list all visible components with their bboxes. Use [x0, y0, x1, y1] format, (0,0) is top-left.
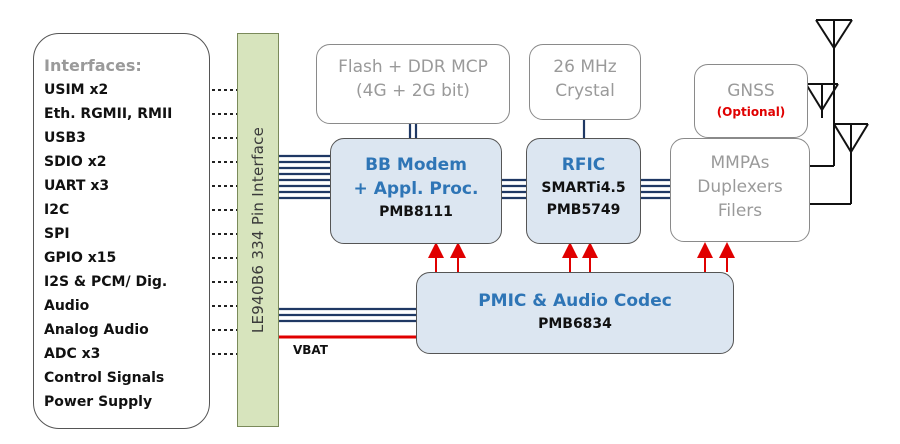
bus-pin-to-modem: [279, 154, 330, 200]
interface-item: ADC x3: [44, 346, 101, 362]
antenna-icon: [833, 123, 852, 153]
crystal-block: 26 MHz Crystal: [529, 44, 641, 120]
rfic-title: RFIC: [561, 155, 606, 175]
modem-part-number: PMB8111: [379, 204, 453, 220]
interfaces-panel: [33, 33, 210, 429]
interface-item: GPIO x15: [44, 250, 117, 266]
gnss-optional-note: (Optional): [716, 105, 786, 119]
interface-item: Power Supply: [44, 394, 153, 410]
mmpa-line2: Duplexers: [697, 177, 783, 197]
pmic-title: PMIC & Audio Codec: [478, 291, 672, 311]
bus-flash-to-modem: [408, 122, 418, 138]
interface-item: I2C: [44, 202, 70, 218]
interface-item: SPI: [44, 226, 70, 242]
modem-line2: + Appl. Proc.: [353, 179, 479, 199]
interface-item: SDIO x2: [44, 154, 107, 170]
interface-item: Control Signals: [44, 370, 165, 386]
antenna-icon: [815, 19, 835, 49]
interface-item: USIM x2: [44, 82, 109, 98]
bus-pin-to-pmic: [279, 307, 416, 323]
pin-interface-bar: [237, 33, 279, 427]
modem-line1: BB Modem: [365, 155, 467, 175]
interface-item: Analog Audio: [44, 322, 149, 338]
mmpa-line1: MMPAs: [710, 153, 770, 173]
flash-line2: (4G + 2G bit): [356, 81, 470, 101]
interface-dotted-lines: [212, 89, 237, 355]
bus-modem-to-rfic: [502, 178, 526, 200]
interface-item: USB3: [44, 130, 86, 146]
flash-line1: Flash + DDR MCP: [338, 57, 488, 77]
flash-ddr-block: Flash + DDR MCP (4G + 2G bit): [316, 44, 510, 124]
antenna-group: [805, 19, 869, 205]
pmic-part-number: PMB6834: [538, 316, 612, 332]
pmic-audio-codec-block: PMIC & Audio Codec PMB6834: [416, 272, 734, 354]
interface-item: UART x3: [44, 178, 110, 194]
interfaces-title: Interfaces:: [44, 56, 142, 75]
vbat-label: VBAT: [293, 343, 328, 357]
rfic-line2: SMARTi4.5: [541, 180, 626, 196]
interface-item: Eth. RGMII, RMII: [44, 106, 173, 122]
rfic-block: RFIC SMARTi4.5 PMB5749: [526, 138, 641, 244]
gnss-block: GNSS (Optional): [694, 64, 808, 138]
mmpa-line3: Filers: [717, 201, 763, 221]
crystal-line1: 26 MHz: [553, 57, 617, 77]
bb-modem-block: BB Modem + Appl. Proc. PMB8111: [330, 138, 502, 244]
mmpa-block: MMPAs Duplexers Filers: [670, 138, 810, 242]
bus-rfic-to-mmpa: [641, 178, 670, 200]
antenna-icon: [805, 83, 823, 111]
crystal-line2: Crystal: [555, 81, 615, 101]
power-arrows: [428, 242, 735, 272]
interface-item: I2S & PCM/ Dig.: [44, 274, 168, 290]
interface-item: Audio: [44, 298, 90, 314]
gnss-title: GNSS: [727, 81, 775, 101]
rfic-part-number: PMB5749: [546, 202, 621, 218]
